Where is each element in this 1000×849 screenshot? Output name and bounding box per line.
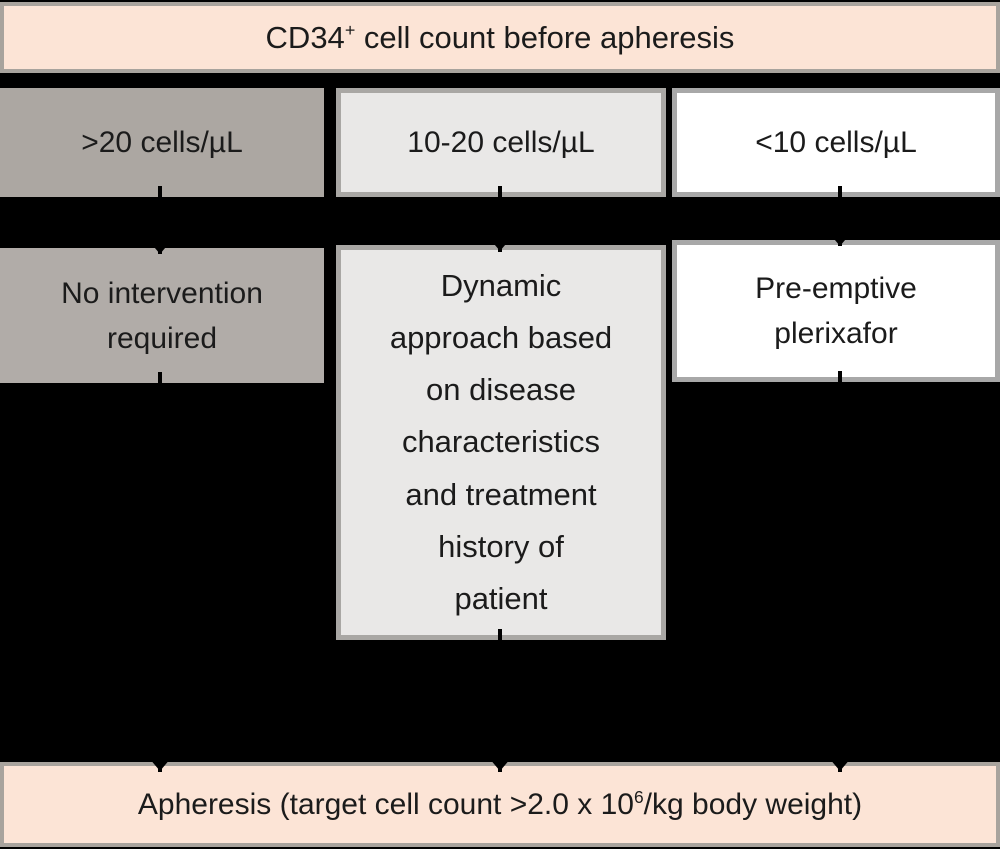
connector-line [838,371,842,772]
arrow-down-icon [489,758,511,771]
apheresis-text: Apheresis (target cell count >2.0 x 106/… [138,788,862,822]
title-box: CD34+ cell count before apheresis [0,2,1000,73]
apheresis-text-post: /kg body weight) [643,787,863,821]
outcome-box-dynamic-approach: Dynamic approach based on disease charac… [336,245,666,640]
arrow-down-icon [149,758,171,771]
connector-line [158,186,162,254]
count-box-10-to-20: 10-20 cells/µL [336,88,666,197]
connector-line [838,186,842,246]
title-superscript: + [344,20,356,41]
title-text-pre: CD34 [265,19,345,55]
connector-line [158,372,162,772]
title-text: CD34+ cell count before apheresis [266,20,735,56]
apheresis-text-pre: Apheresis (target cell count >2.0 x 10 [137,787,634,821]
count-box-above-20: >20 cells/µL [0,88,324,197]
connector-line [498,186,502,252]
outcome-text-dynamic-approach: Dynamic approach based on disease charac… [389,268,613,616]
arrow-down-icon [149,241,171,254]
outcome-text-preemptive-plerixafor: Pre-emptive plerixafor [755,272,917,350]
outcome-box-preemptive-plerixafor: Pre-emptive plerixafor [672,240,1000,382]
arrow-down-icon [489,238,511,251]
apheresis-box: Apheresis (target cell count >2.0 x 106/… [0,762,1000,847]
title-text-post: cell count before apheresis [355,19,735,55]
outcome-text-no-intervention: No intervention required [61,276,263,355]
arrow-down-icon [829,758,851,771]
count-label-below-10: <10 cells/µL [755,125,917,159]
count-label-10-to-20: 10-20 cells/µL [407,125,595,159]
arrow-down-icon [829,233,851,246]
apheresis-superscript: 6 [634,786,644,807]
count-box-below-10: <10 cells/µL [672,88,1000,197]
connector-line [498,629,502,772]
outcome-box-no-intervention: No intervention required [0,248,324,383]
count-label-above-20: >20 cells/µL [81,125,243,159]
